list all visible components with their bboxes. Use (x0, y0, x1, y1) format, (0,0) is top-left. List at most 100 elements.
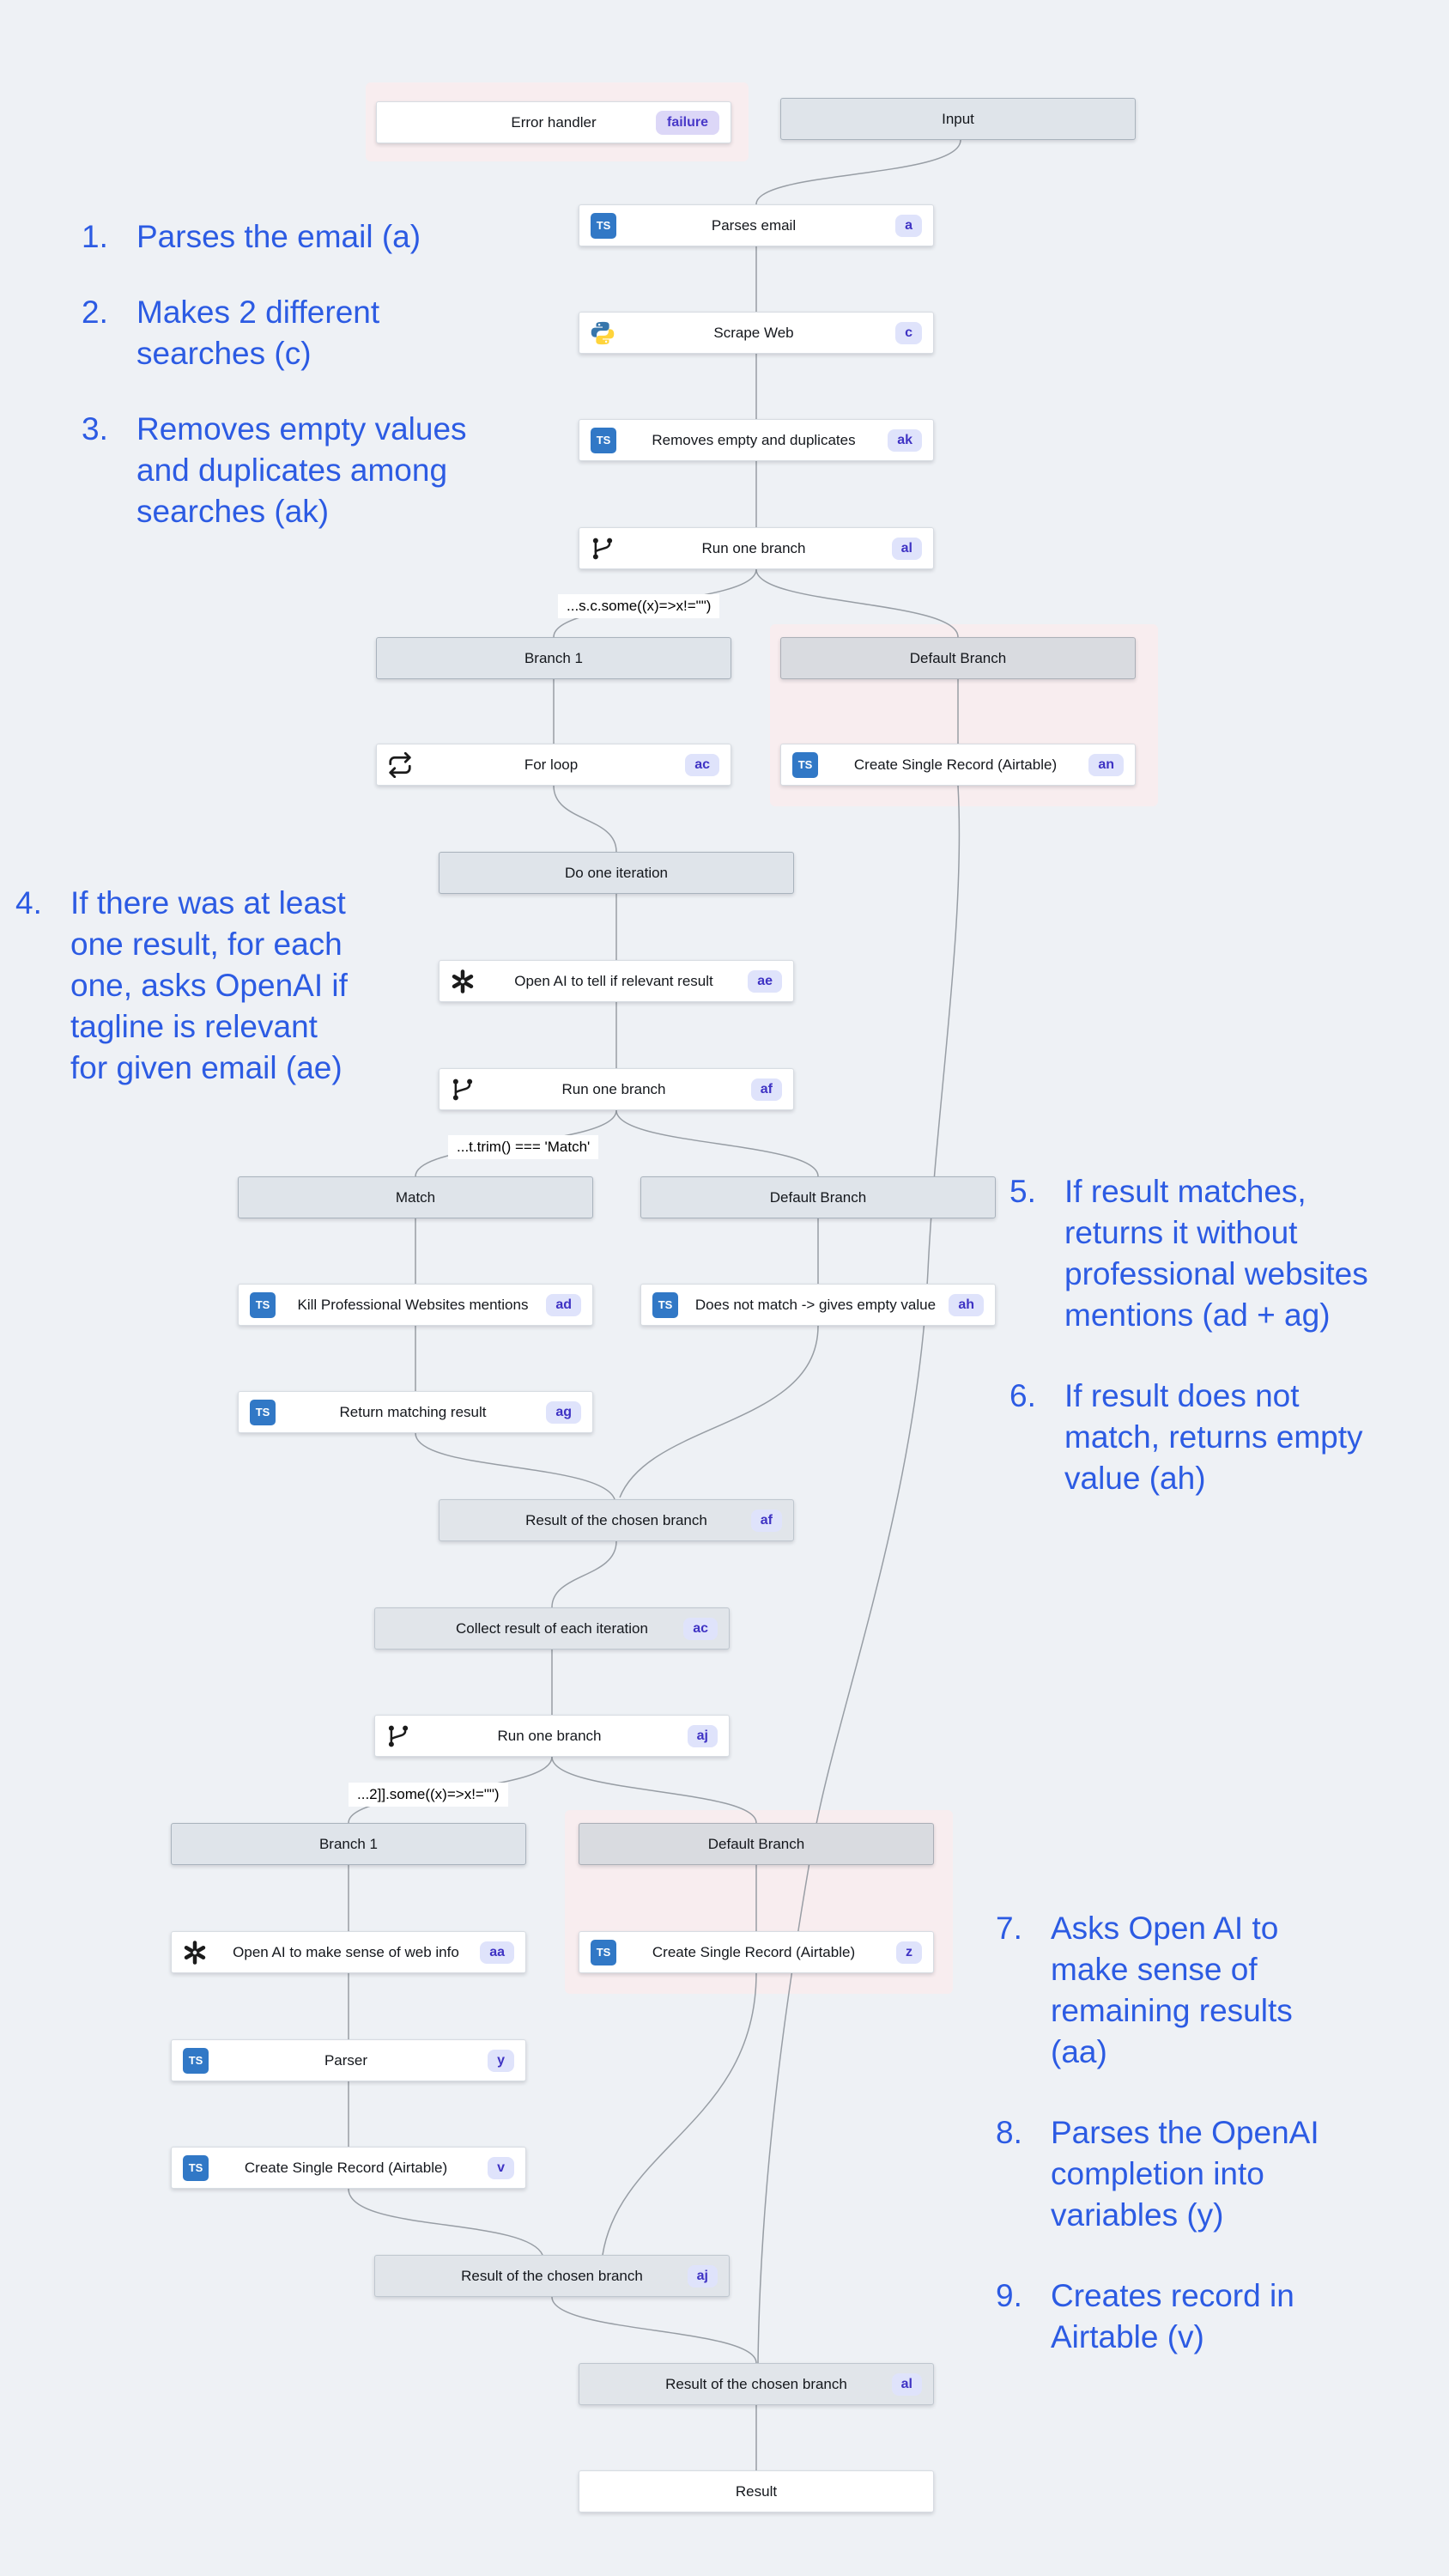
node-create-single-record-v[interactable]: TS Create Single Record (Airtable) v (171, 2147, 526, 2189)
node-label: Open AI to tell if relevant result (514, 972, 713, 989)
annotation-item: 1. Parses the email (a) (82, 216, 614, 258)
node-default-branch-1[interactable]: Default Branch (780, 637, 1136, 679)
node-run-one-branch-af[interactable]: Run one branch af (439, 1068, 794, 1110)
annotation-group-4: 4. If there was at least one result, for… (15, 883, 445, 1089)
typescript-icon: TS (591, 427, 616, 453)
node-result-chosen-branch-af[interactable]: Result of the chosen branch af (439, 1499, 794, 1541)
node-openai-relevant-result[interactable]: Open AI to tell if relevant result ae (439, 960, 794, 1002)
node-label: Create Single Record (Airtable) (244, 2159, 448, 2176)
annotation-number: 6. (1009, 1378, 1036, 1413)
annotation-text: Makes 2 different searches (c) (136, 295, 380, 371)
node-label: Result of the chosen branch (525, 1511, 707, 1528)
node-label: Create Single Record (Airtable) (853, 756, 1058, 773)
annotation-number: 1. (82, 219, 108, 254)
node-label: Does not match -> gives empty value (694, 1296, 937, 1313)
annotation-number: 9. (996, 2278, 1022, 2313)
node-match-branch[interactable]: Match (238, 1176, 593, 1218)
node-return-matching-result[interactable]: TS Return matching result ag (238, 1391, 593, 1433)
node-label: Default Branch (707, 1835, 805, 1852)
annotation-number: 8. (996, 2115, 1022, 2150)
openai-icon (182, 1940, 208, 1965)
node-badge: a (895, 214, 922, 237)
node-do-one-iteration[interactable]: Do one iteration (439, 852, 794, 894)
node-label: Run one branch (561, 1080, 666, 1097)
node-label: Create Single Record (Airtable) (652, 1943, 856, 1960)
annotation-group-5-6: 5. If result matches, returns it without… (1009, 1171, 1447, 1499)
node-kill-professional-websites-mentions[interactable]: TS Kill Professional Websites mentions a… (238, 1284, 593, 1326)
node-label: Collect result of each iteration (456, 1619, 648, 1637)
node-branch-1-bottom[interactable]: Branch 1 (171, 1823, 526, 1865)
node-create-single-record-an[interactable]: TS Create Single Record (Airtable) an (780, 744, 1136, 786)
node-label: Match (395, 1188, 436, 1206)
branch-icon (385, 1723, 411, 1749)
annotation-item: 7. Asks Open AI to make sense of remaini… (996, 1908, 1442, 2073)
node-label: Result of the chosen branch (665, 2375, 847, 2392)
node-result-chosen-branch-al[interactable]: Result of the chosen branch al (579, 2363, 934, 2405)
branch-icon (450, 1077, 476, 1103)
branch-condition-label: ...t.trim() === 'Match' (448, 1135, 599, 1159)
annotation-item: 4. If there was at least one result, for… (15, 883, 445, 1089)
node-badge: al (891, 537, 922, 560)
annotation-text: Asks Open AI to make sense of remaining … (1051, 1911, 1293, 2069)
typescript-icon: TS (792, 751, 818, 778)
node-label: Parser (324, 2051, 368, 2069)
node-parses-email[interactable]: TS Parses email a (579, 204, 934, 246)
node-badge: ad (546, 1293, 581, 1316)
node-badge: ah (949, 1293, 984, 1316)
node-label: Return matching result (339, 1403, 487, 1420)
node-label: Parses email (711, 216, 797, 234)
node-label: Run one branch (497, 1727, 602, 1744)
node-label: Branch 1 (524, 649, 584, 666)
node-label: Branch 1 (318, 1835, 379, 1852)
node-branch-1-top[interactable]: Branch 1 (376, 637, 731, 679)
annotation-item: 6. If result does not match, returns emp… (1009, 1376, 1447, 1499)
node-label: Do one iteration (564, 864, 669, 881)
typescript-icon: TS (250, 1399, 276, 1425)
node-badge: ae (748, 969, 782, 993)
annotation-text: Parses the email (a) (136, 219, 421, 254)
node-run-one-branch-al[interactable]: Run one branch al (579, 527, 934, 569)
node-badge: z (896, 1941, 922, 1964)
node-badge: ac (685, 753, 719, 776)
node-default-branch-2[interactable]: Default Branch (640, 1176, 996, 1218)
openai-icon (450, 969, 476, 994)
node-badge: y (488, 2049, 514, 2072)
node-badge: aj (687, 1724, 718, 1747)
annotation-text: Parses the OpenAI completion into variab… (1051, 2115, 1319, 2233)
node-create-single-record-z[interactable]: TS Create Single Record (Airtable) z (579, 1931, 934, 1973)
node-badge: af (750, 1078, 782, 1101)
node-label: Run one branch (701, 539, 806, 556)
node-result-final[interactable]: Result (579, 2470, 934, 2512)
node-label: Open AI to make sense of web info (233, 1943, 459, 1960)
node-run-one-branch-aj[interactable]: Run one branch aj (374, 1715, 730, 1757)
node-scrape-web[interactable]: Scrape Web c (579, 312, 934, 354)
node-does-not-match-empty-value[interactable]: TS Does not match -> gives empty value a… (640, 1284, 996, 1326)
annotation-item: 8. Parses the OpenAI completion into var… (996, 2112, 1442, 2236)
node-label: Result of the chosen branch (461, 2267, 643, 2284)
node-badge: al (891, 2372, 922, 2396)
node-label: Error handler (511, 113, 597, 131)
node-badge: aa (480, 1941, 514, 1964)
node-parser[interactable]: TS Parser y (171, 2039, 526, 2081)
node-openai-make-sense-web-info[interactable]: Open AI to make sense of web info aa (171, 1931, 526, 1973)
node-error-handler[interactable]: Error handler failure (376, 101, 731, 143)
node-badge: ak (888, 428, 922, 452)
node-input[interactable]: Input (780, 98, 1136, 140)
node-badge: ag (546, 1400, 581, 1424)
node-removes-empty-duplicates[interactable]: TS Removes empty and duplicates ak (579, 419, 934, 461)
node-for-loop[interactable]: For loop ac (376, 744, 731, 786)
node-badge: af (750, 1509, 782, 1532)
node-badge: an (1088, 753, 1124, 776)
annotation-item: 5. If result matches, returns it without… (1009, 1171, 1447, 1336)
annotation-number: 5. (1009, 1174, 1036, 1209)
annotation-group-1-3: 1. Parses the email (a) 2. Makes 2 diffe… (82, 216, 614, 532)
node-default-branch-3[interactable]: Default Branch (579, 1823, 934, 1865)
annotation-item: 3. Removes empty values and duplicates a… (82, 409, 614, 532)
node-badge: v (488, 2156, 514, 2179)
branch-condition-label: ...2]].some((x)=>x!="") (349, 1783, 508, 1807)
node-label: Input (942, 110, 974, 127)
node-badge: c (895, 321, 922, 344)
branch-condition-label: ...s.c.some((x)=>x!="") (558, 594, 720, 618)
node-result-chosen-branch-aj[interactable]: Result of the chosen branch aj (374, 2255, 730, 2297)
node-collect-result-each-iteration[interactable]: Collect result of each iteration ac (374, 1607, 730, 1649)
